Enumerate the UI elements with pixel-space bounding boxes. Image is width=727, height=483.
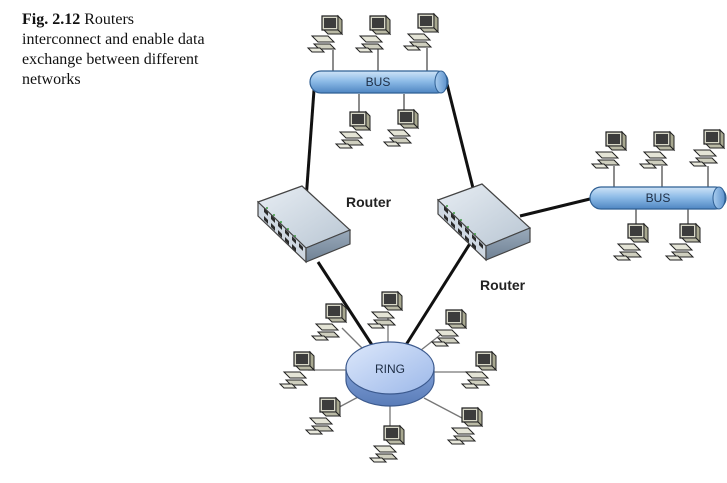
bus-top-label: BUS <box>366 75 391 89</box>
computer-icon <box>689 129 725 167</box>
computer-icon <box>307 15 343 53</box>
computer-icon <box>367 291 403 329</box>
computer-icon <box>335 111 371 149</box>
computer-icon <box>613 223 649 261</box>
bus-right: BUS <box>589 186 727 210</box>
computer-icon <box>383 109 419 147</box>
computer-icon <box>403 13 439 51</box>
ring-hub: RING <box>345 341 435 407</box>
router-right-label: Router <box>480 277 526 293</box>
router-icon <box>437 183 531 261</box>
computer-icon <box>355 15 391 53</box>
computer-icon <box>279 351 315 389</box>
caption-text: Routers interconnect and enable data exc… <box>22 11 205 88</box>
link-router-right-to-bus-right <box>519 196 595 218</box>
computer-icon <box>461 351 497 389</box>
computer-icon <box>311 303 347 341</box>
router-left-label: Router <box>346 194 392 210</box>
computer-icon <box>639 131 675 169</box>
bus-top-drops <box>332 48 428 112</box>
computer-icon <box>665 223 701 261</box>
link-router-left-to-ring <box>316 261 376 349</box>
bus-top: BUS <box>309 70 449 94</box>
bus-right-drops <box>613 166 709 226</box>
connection-lines <box>304 79 595 349</box>
computer-icon <box>305 397 341 435</box>
computer-icon <box>369 425 405 463</box>
bus-right-label: BUS <box>646 191 671 205</box>
computer-icon <box>431 309 467 347</box>
router-right <box>437 183 531 261</box>
link-router-right-to-ring <box>402 233 478 349</box>
router-left <box>257 185 351 263</box>
link-bus-top-to-router-left <box>304 89 316 201</box>
figure-number: Fig. 2.12 <box>22 11 81 28</box>
router-icon <box>257 185 351 263</box>
ring-label: RING <box>375 362 405 376</box>
link-bus-top-to-router-right <box>444 79 476 193</box>
figure-caption: Fig. 2.12 Routers interconnect and enabl… <box>22 10 212 90</box>
computer-icon <box>591 131 627 169</box>
